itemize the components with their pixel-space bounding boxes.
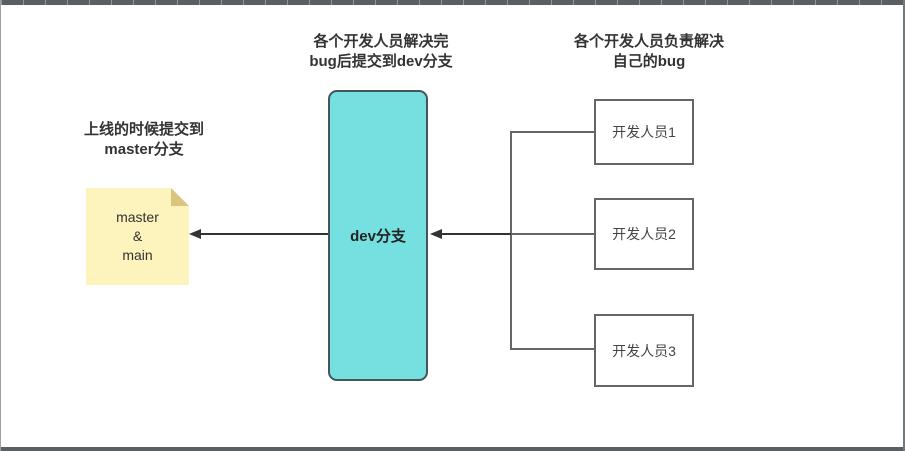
developer-2-shape[interactable]: 开发人员2 [594,198,694,270]
developer-3-shape[interactable]: 开发人员3 [594,314,694,387]
master-note-line1: master [116,209,159,225]
master-note-line2: & [132,228,143,244]
label-responsibility-line1: 各个开发人员负责解决 [573,33,724,50]
label-dev-commit[interactable]: 各个开发人员解决完 bug后提交到dev分支 [231,32,531,72]
connector-developer-2[interactable] [511,233,594,235]
canvas-bottom-border [1,447,903,451]
label-master-commit-line2: master分支 [104,141,184,158]
label-responsibility[interactable]: 各个开发人员负责解决 自己的bug [499,32,799,72]
note-folded-corner [171,188,189,206]
label-responsibility-line2: 自己的bug [612,53,686,70]
dev-branch-label: dev分支 [350,228,406,245]
master-note-text: master & main [116,208,159,265]
connector-developer-1[interactable] [511,131,594,133]
dev-branch-shape[interactable]: dev分支 [328,90,428,381]
developer-1-label: 开发人员1 [612,124,676,140]
arrow-to-dev-branch[interactable] [441,233,511,235]
canvas-top-border [1,0,903,5]
label-dev-commit-line2: bug后提交到dev分支 [309,53,453,70]
developer-3-label: 开发人员3 [612,342,676,359]
arrow-to-dev-branch-head-icon [430,229,442,239]
master-note-line3: main [122,247,153,263]
arrow-to-master-note[interactable] [200,233,328,235]
connector-developer-3[interactable] [511,348,594,350]
developer-1-shape[interactable]: 开发人员1 [594,99,694,165]
label-dev-commit-line1: 各个开发人员解决完 [313,33,449,50]
arrow-to-master-note-head-icon [189,229,201,239]
label-master-commit[interactable]: 上线的时候提交到 master分支 [44,120,244,160]
label-master-commit-line1: 上线的时候提交到 [83,121,204,138]
developer-2-label: 开发人员2 [612,226,676,242]
connector-vertical-line[interactable] [510,131,512,350]
